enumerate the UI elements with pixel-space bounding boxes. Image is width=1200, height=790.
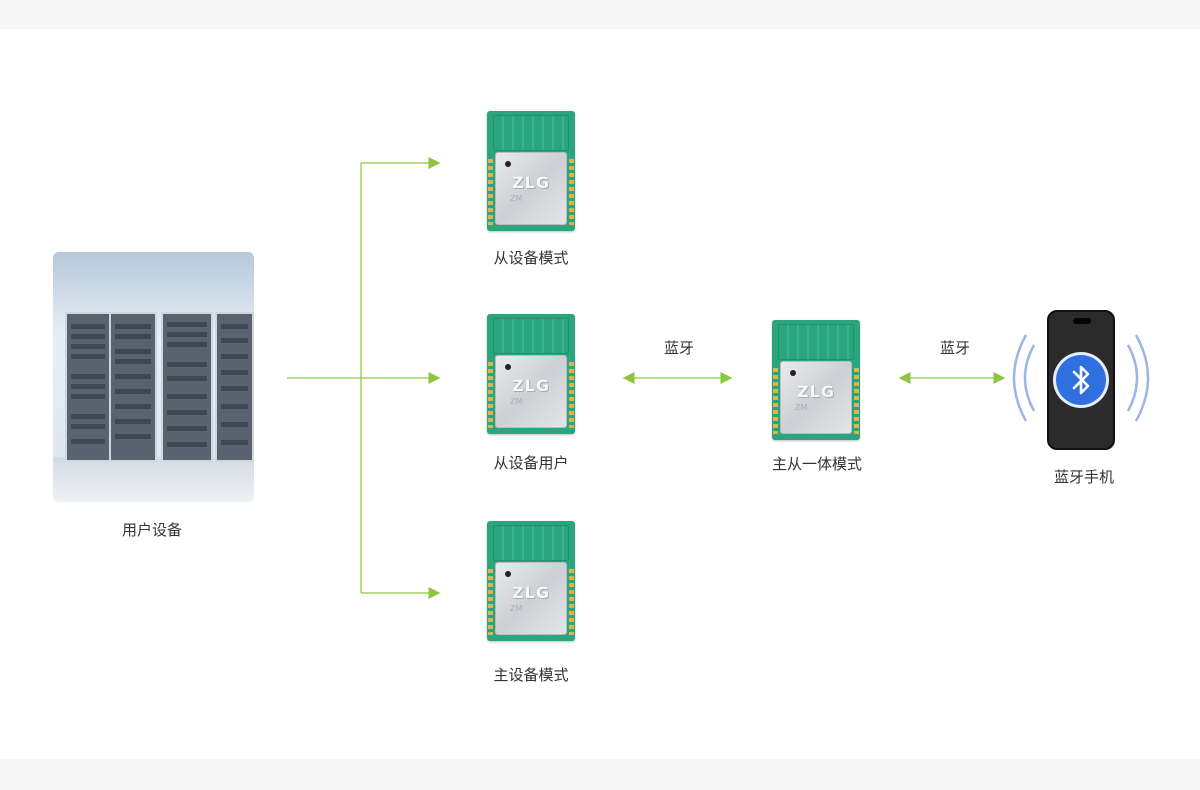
label-slave-mode: 从设备模式 bbox=[493, 249, 569, 267]
label-master-mode: 主设备模式 bbox=[493, 666, 569, 684]
module-logo: ZLG bbox=[512, 375, 550, 395]
label-bluetooth-left: 蓝牙 bbox=[663, 339, 695, 357]
signal-waves-icon bbox=[1012, 334, 1150, 422]
module-model: ZM bbox=[510, 604, 523, 614]
label-user-device: 用户设备 bbox=[121, 521, 183, 539]
module-model: ZM bbox=[510, 194, 523, 204]
server-rack-image bbox=[53, 252, 254, 502]
module-logo: ZLG bbox=[512, 172, 550, 192]
module-logo: ZLG bbox=[797, 381, 835, 401]
ble-module-slave-mode: ZLG ZM bbox=[487, 111, 575, 231]
ble-module-master-slave: ZLG ZM bbox=[772, 320, 860, 440]
bluetooth-icon bbox=[1056, 355, 1106, 405]
module-logo: ZLG bbox=[512, 582, 550, 602]
ble-module-slave-user: ZLG ZM bbox=[487, 314, 575, 434]
tree-connector bbox=[287, 157, 441, 599]
label-bluetooth-right: 蓝牙 bbox=[939, 339, 971, 357]
ble-module-master-mode: ZLG ZM bbox=[487, 521, 575, 641]
module-model: ZM bbox=[510, 397, 523, 407]
label-slave-user: 从设备用户 bbox=[493, 454, 569, 472]
module-model: ZM bbox=[795, 403, 808, 413]
label-bluetooth-phone: 蓝牙手机 bbox=[1053, 468, 1115, 486]
label-master-slave-mode: 主从一体模式 bbox=[771, 455, 863, 473]
